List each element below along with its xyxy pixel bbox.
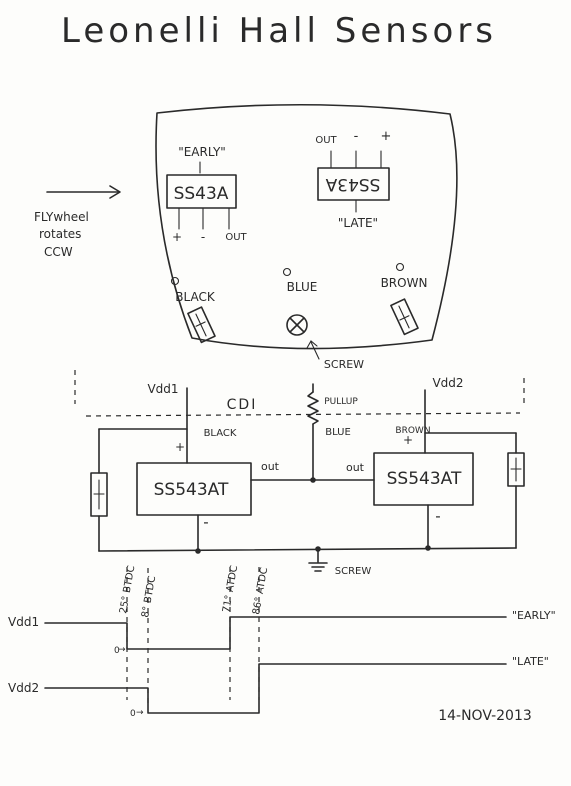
blue-wire-label: BLUE — [287, 280, 318, 294]
late-sensor-caption: "LATE" — [338, 216, 378, 230]
sensor-mounting-plate — [155, 103, 458, 350]
early-sensor-caption: "EARLY" — [178, 145, 226, 159]
cdi-label: CDI — [227, 397, 258, 413]
early-pin-minus-label: - — [201, 230, 205, 244]
late-sensor-body — [317, 167, 390, 201]
late-zero-arrow: → — [136, 708, 144, 718]
plate-screw — [286, 314, 308, 336]
pullup-resistor — [307, 391, 319, 425]
left-ic-out-label: out — [261, 460, 280, 473]
late-pin-plus-label: + — [381, 129, 392, 144]
late-output-label: "LATE" — [512, 655, 549, 668]
plate-screw-label: SCREW — [324, 358, 364, 371]
cdi-boundary-line — [85, 412, 521, 417]
ground-rail — [98, 547, 517, 552]
schematic-blue-label: BLUE — [325, 427, 351, 438]
late-pin-out-label: OUT — [315, 135, 337, 146]
marker-25-btdc-label: 25° BTDC — [118, 565, 137, 615]
rotation-arrow-head — [109, 185, 121, 199]
timing-vdd2-label: Vdd2 — [8, 681, 39, 695]
flywheel-note: FLYwheel rotates CCW — [34, 185, 121, 259]
early-zero-label: 0 — [114, 646, 120, 656]
schematic-black-label: BLACK — [204, 428, 237, 439]
flywheel-note-line-2: rotates — [39, 227, 81, 241]
plate-capacitor-left — [187, 306, 216, 344]
early-sensor-part-label: SS43A — [174, 184, 229, 204]
flywheel-note-line-1: FLYwheel — [34, 210, 89, 224]
early-sensor: "EARLY" SS43A + - OUT — [166, 145, 248, 244]
black-wire-hole — [170, 276, 180, 286]
late-sensor-part-label: SS43A — [325, 174, 380, 194]
black-wire-label: BLACK — [175, 290, 216, 304]
left-ic-plus-label: + — [175, 440, 185, 454]
early-pin-plus-label: + — [172, 230, 182, 244]
early-waveform — [44, 616, 507, 650]
flywheel-note-line-3: CCW — [44, 245, 73, 259]
blue-wire-hole — [282, 267, 292, 277]
left-hall-ic — [136, 462, 252, 516]
screw-pointer-line — [310, 341, 320, 360]
early-pin-out-label: OUT — [225, 232, 247, 243]
timing-vdd1-label: Vdd1 — [8, 615, 39, 629]
right-hall-ic-label: SS543AT — [387, 469, 462, 489]
marker-8-btdc-label: 8° BTDC — [140, 575, 158, 618]
late-sensor: OUT - + SS43A "LATE" — [315, 129, 391, 230]
brown-wire-label: BROWN — [381, 276, 428, 290]
late-zero-label: 0 — [130, 709, 136, 719]
brown-wire-hole — [395, 262, 405, 272]
diagram-title: Leonelli Hall Sensors — [61, 11, 497, 51]
vdd2-rail-label: Vdd2 — [432, 376, 463, 390]
right-hall-ic — [373, 452, 474, 506]
marker-71-atdc-label: 71° ATDC — [221, 565, 240, 614]
ground-screw-label: SCREW — [335, 566, 372, 577]
right-ic-plus-label: + — [403, 433, 413, 447]
right-ic-out-label: out — [346, 461, 365, 474]
late-pin-minus-label: - — [354, 129, 359, 144]
schematic-brown-label: BROWN — [395, 426, 430, 436]
plate-screw-slot-b — [289, 317, 305, 333]
screw-pointer-head — [306, 340, 318, 349]
pullup-label: PULLUP — [324, 397, 358, 407]
left-hall-ic-label: SS543AT — [154, 480, 229, 500]
timing-diagram: 25° BTDC 8° BTDC 71° ATDC 86° ATDC Vdd1 … — [8, 565, 556, 719]
late-waveform — [44, 663, 507, 714]
vdd1-rail-label: Vdd1 — [147, 382, 178, 396]
right-ic-minus-label: - — [435, 507, 440, 525]
early-zero-arrow: → — [118, 645, 126, 655]
plate-capacitor-right — [390, 298, 419, 336]
early-sensor-body — [166, 174, 237, 209]
early-output-label: "EARLY" — [512, 609, 556, 622]
left-ic-minus-label: - — [203, 513, 208, 531]
diagram-date: 14-NOV-2013 — [438, 708, 532, 724]
marker-86-atdc-label: 86° ATDC — [251, 567, 270, 616]
